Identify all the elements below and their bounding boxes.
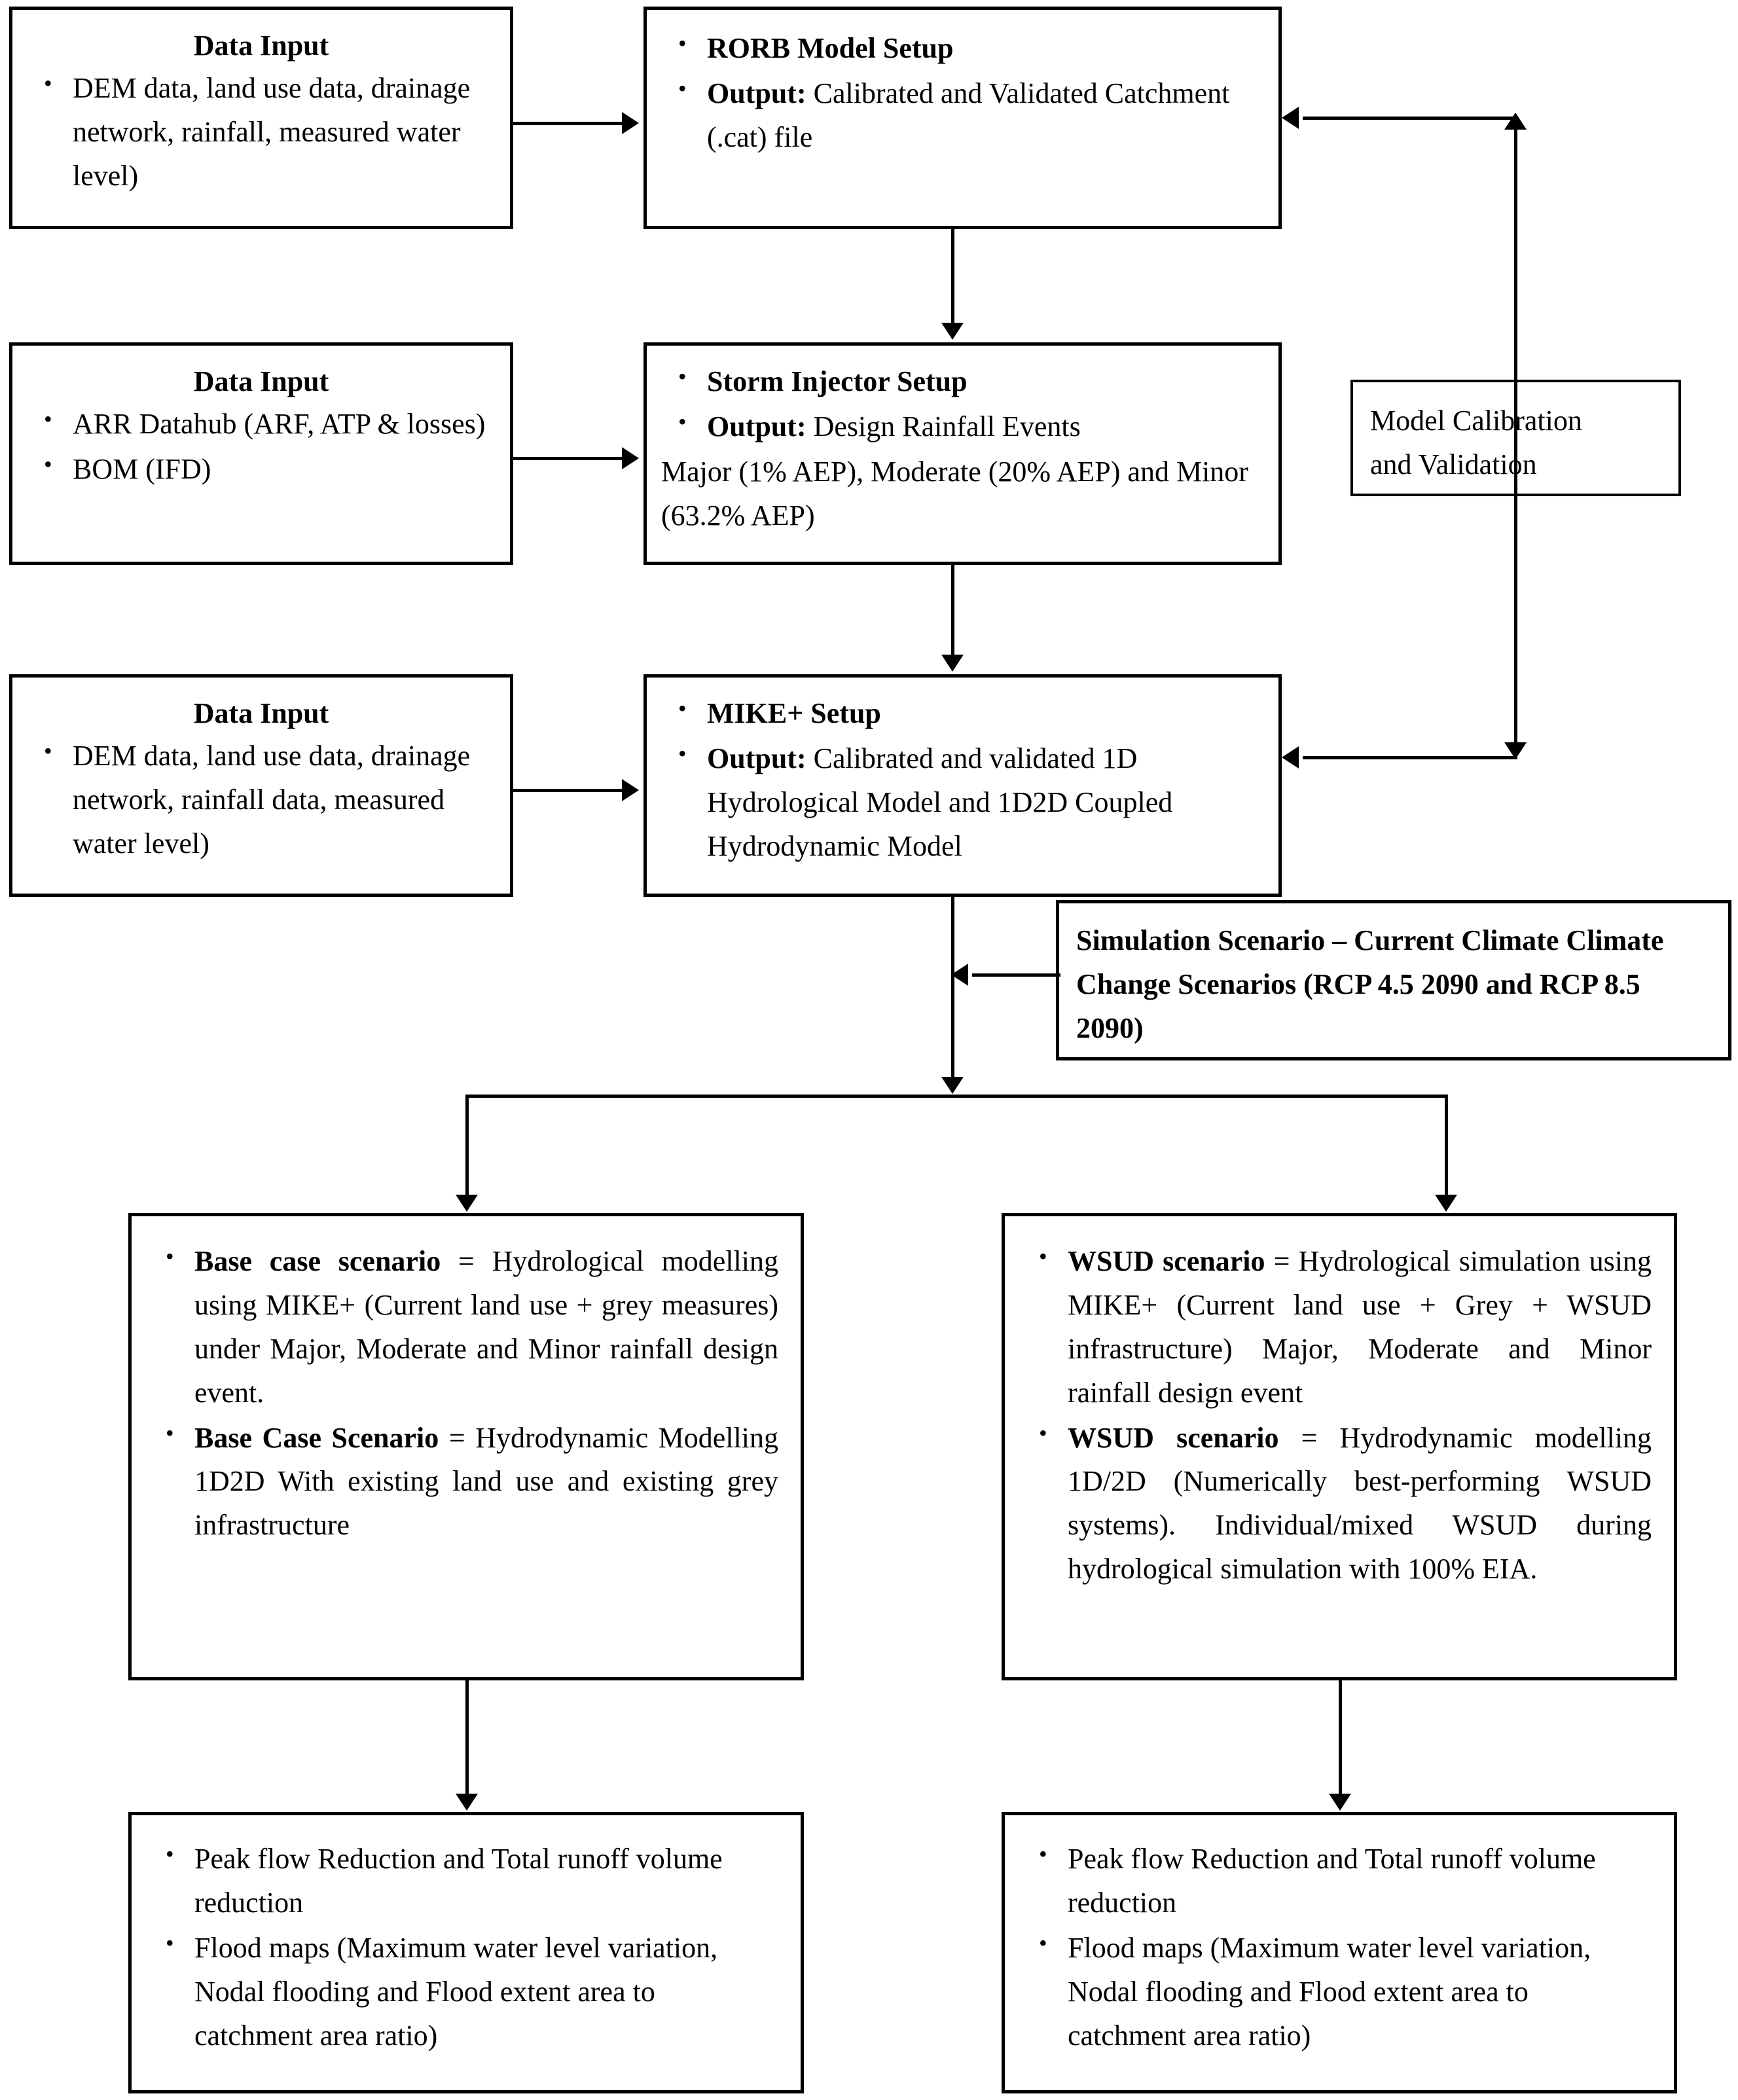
wsud-bullet-2-rest: = Hydrodynamic modelling 1D/2D (Numerica… (1068, 1421, 1652, 1585)
arrow-head-simulation-to-trunk (951, 964, 968, 986)
data-input-1-list: DEM data, land use data, drainage networ… (32, 65, 490, 198)
list-item: Peak flow Reduction and Total runoff vol… (154, 1836, 778, 1925)
arrow-head-split-right (1435, 1195, 1457, 1212)
storm-injector-list: Storm Injector Setup Output: Design Rain… (666, 359, 1259, 449)
storm-injector-flow-text: Major (1% AEP), Moderate (20% AEP) and M… (661, 455, 1248, 532)
box-data-input-2: Data Input ARR Datahub (ARF, ATP & losse… (9, 342, 513, 565)
data-input-2-list: ARR Datahub (ARF, ATP & losses) BOM (IFD… (32, 401, 490, 492)
list-item: Peak flow Reduction and Total runoff vol… (1027, 1836, 1652, 1925)
arrow-head-split-left (456, 1195, 478, 1212)
simulation-scenario-text: Simulation Scenario – Current Climate Cl… (1076, 924, 1664, 1044)
list-item: Output: Calibrated and Validated Catchme… (666, 71, 1259, 160)
connector-calibration-to-rorb (1303, 117, 1517, 120)
base-case-bullet-2-bold: Base Case Scenario (194, 1421, 439, 1454)
data-input-2-heading: Data Input (193, 365, 329, 397)
data-input-3-heading: Data Input (193, 697, 329, 729)
list-item: Flood maps (Maximum water level variatio… (1027, 1925, 1652, 2058)
box-outputs-left: Peak flow Reduction and Total runoff vol… (128, 1812, 804, 2093)
connector-di3-mike (513, 789, 626, 792)
arrow-head-di1-rorb (622, 112, 639, 134)
storm-bullet-1-bold: Storm Injector Setup (707, 365, 968, 397)
connector-split-right (1445, 1095, 1448, 1199)
box-simulation-scenario: Simulation Scenario – Current Climate Cl… (1056, 900, 1731, 1060)
list-item: Base Case Scenario = Hydrodynamic Modell… (154, 1415, 778, 1548)
rorb-bullet-2-rest: Calibrated and Validated Catchment (.cat… (707, 77, 1230, 153)
wsud-bullet-1-rest: = Hydrological simulation using MIKE+ (C… (1068, 1245, 1652, 1409)
connector-di1-rorb (513, 122, 626, 125)
model-calibration-line-2: and Validation (1370, 448, 1537, 480)
arrow-head-rorb-storm (941, 323, 964, 340)
box-data-input-3: Data Input DEM data, land use data, drai… (9, 674, 513, 897)
list-item: DEM data, land use data, drainage networ… (32, 733, 490, 866)
base-case-list: Base case scenario = Hydrological modell… (154, 1239, 779, 1548)
list-item: WSUD scenario = Hydrological simulation … (1027, 1239, 1652, 1415)
arrow-head-calibration-to-rorb (1282, 107, 1299, 129)
connector-calibration-vertical (1514, 128, 1517, 759)
list-item: ARR Datahub (ARF, ATP & losses) (32, 401, 490, 446)
mike-bullet-2-rest: Calibrated and validated 1D Hydrological… (707, 742, 1173, 862)
box-rorb-model-setup: RORB Model Setup Output: Calibrated and … (643, 7, 1282, 229)
arrow-head-di2-storm (622, 447, 639, 469)
list-item: MIKE+ Setup (666, 691, 1259, 736)
connector-mike-down (951, 897, 954, 1081)
mike-bullet-2-bold: Output: (707, 742, 806, 774)
base-case-bullet-1-rest: = Hydrological modelling using MIKE+ (Cu… (194, 1245, 779, 1409)
connector-wsud-down (1339, 1680, 1342, 1798)
connector-di2-storm (513, 457, 626, 460)
arrow-head-calibration-up (1504, 113, 1527, 130)
list-item: Output: Design Rainfall Events (666, 404, 1259, 449)
mike-plus-list: MIKE+ Setup Output: Calibrated and valid… (666, 691, 1259, 869)
base-case-bullet-1-bold: Base case scenario (194, 1245, 441, 1277)
connector-rorb-storm (951, 229, 954, 326)
list-item: Storm Injector Setup (666, 359, 1259, 404)
connector-simulation-to-trunk (972, 973, 1060, 977)
outputs-left-list: Peak flow Reduction and Total runoff vol… (154, 1836, 778, 2058)
box-wsud-scenario: WSUD scenario = Hydrological simulation … (1002, 1213, 1677, 1680)
arrow-head-base-case-down (456, 1794, 478, 1811)
connector-calibration-to-mike (1303, 756, 1517, 759)
list-item: DEM data, land use data, drainage networ… (32, 65, 490, 198)
connector-split-bar (465, 1095, 1448, 1098)
box-data-input-1: Data Input DEM data, land use data, drai… (9, 7, 513, 229)
storm-bullet-2-bold: Output: (707, 410, 806, 443)
outputs-right-list: Peak flow Reduction and Total runoff vol… (1027, 1836, 1652, 2058)
data-input-1-heading: Data Input (193, 29, 329, 62)
arrow-head-wsud-down (1329, 1794, 1351, 1811)
box-outputs-right: Peak flow Reduction and Total runoff vol… (1002, 1812, 1677, 2093)
rorb-bullet-2-bold: Output: (707, 77, 806, 109)
arrow-head-di3-mike (622, 779, 639, 801)
box-mike-plus-setup: MIKE+ Setup Output: Calibrated and valid… (643, 674, 1282, 897)
arrow-head-storm-mike (941, 655, 964, 672)
base-case-bullet-2-rest: = Hydrodynamic Modelling 1D2D With exist… (194, 1421, 778, 1542)
list-item: Output: Calibrated and validated 1D Hydr… (666, 736, 1259, 869)
list-item: RORB Model Setup (666, 26, 1259, 71)
connector-split-left (465, 1095, 469, 1199)
wsud-list: WSUD scenario = Hydrological simulation … (1027, 1239, 1652, 1592)
box-storm-injector-setup: Storm Injector Setup Output: Design Rain… (643, 342, 1282, 565)
wsud-bullet-1-bold: WSUD scenario (1068, 1245, 1265, 1277)
box-model-calibration-validation: Model Calibration and Validation (1350, 380, 1681, 496)
list-item: BOM (IFD) (32, 446, 490, 492)
list-item: Flood maps (Maximum water level variatio… (154, 1925, 778, 2058)
model-calibration-line-1: Model Calibration (1370, 405, 1582, 437)
arrow-head-calibration-to-mike (1282, 746, 1299, 769)
rorb-list: RORB Model Setup Output: Calibrated and … (666, 26, 1259, 160)
wsud-bullet-2-bold: WSUD scenario (1068, 1421, 1279, 1454)
box-base-case-scenario: Base case scenario = Hydrological modell… (128, 1213, 804, 1680)
connector-base-case-down (465, 1680, 469, 1798)
list-item: Base case scenario = Hydrological modell… (154, 1239, 779, 1415)
connector-storm-mike (951, 565, 954, 658)
data-input-3-list: DEM data, land use data, drainage networ… (32, 733, 490, 866)
storm-bullet-2-rest: Design Rainfall Events (806, 410, 1081, 443)
mike-bullet-1-bold: MIKE+ Setup (707, 697, 881, 729)
rorb-bullet-1-bold: RORB Model Setup (707, 32, 954, 64)
arrow-head-mike-down (941, 1077, 964, 1094)
list-item: WSUD scenario = Hydrodynamic modelling 1… (1027, 1415, 1652, 1592)
